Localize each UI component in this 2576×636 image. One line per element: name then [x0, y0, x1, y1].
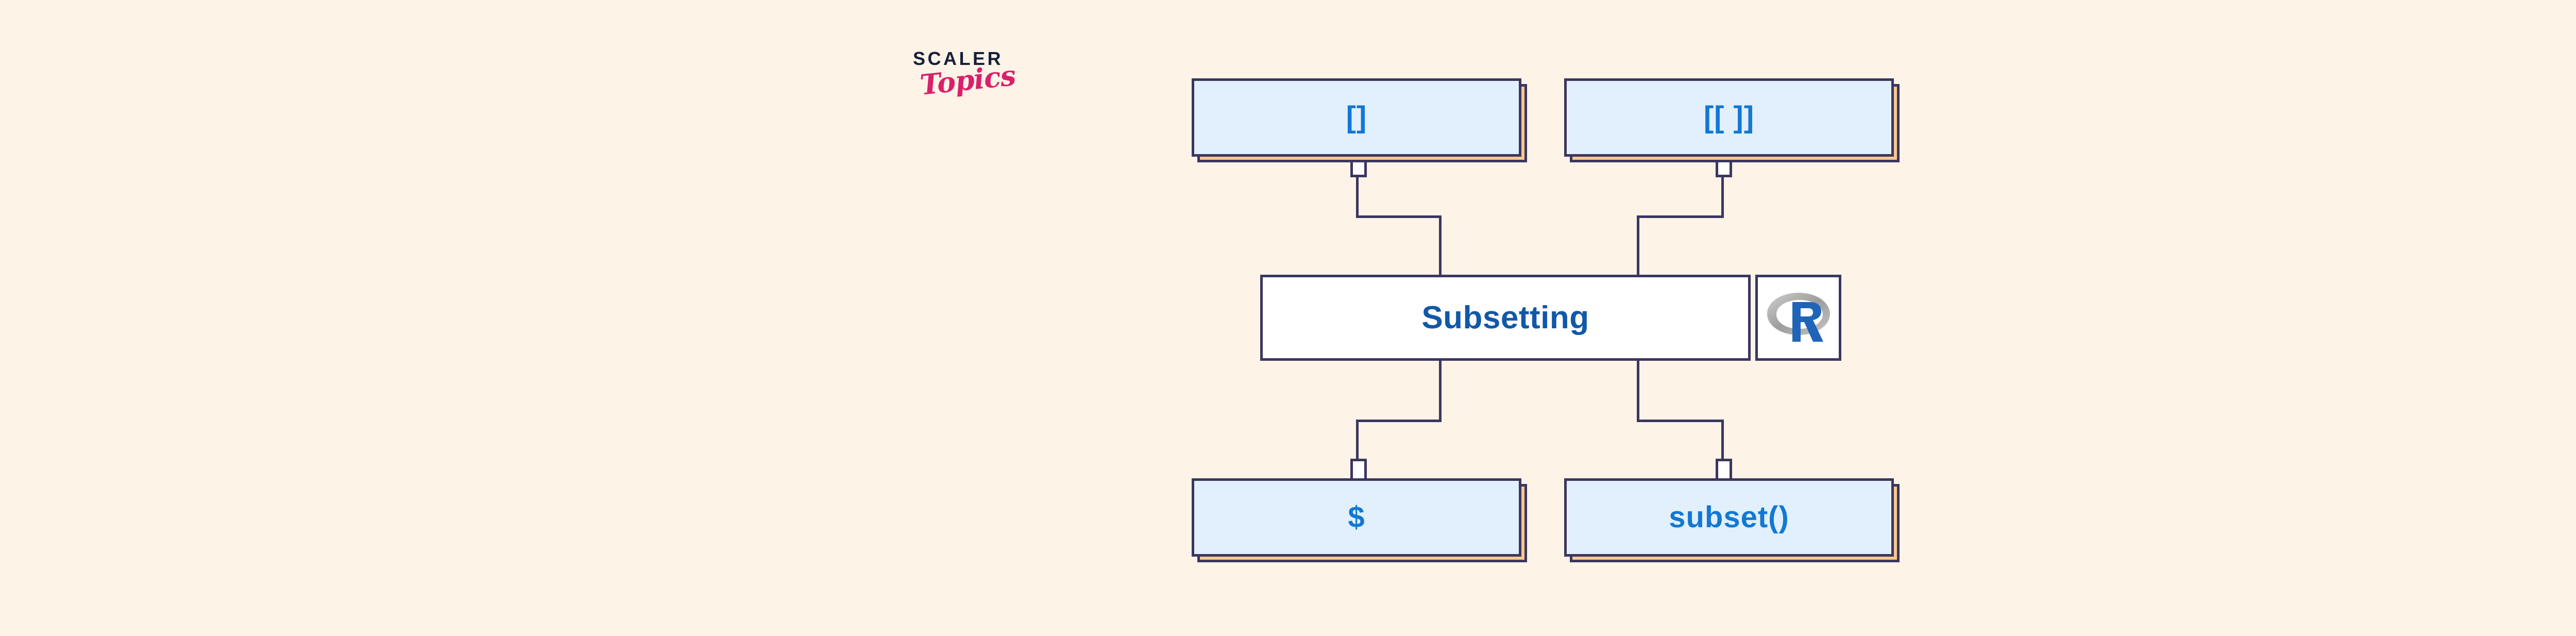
connector-stub-subset-fn	[1716, 459, 1732, 481]
node-label-bracket-double: [[ ]]	[1703, 101, 1755, 134]
scaler-topics-logo: SCALER Topics	[913, 49, 1037, 116]
node-subset-function[interactable]: subset()	[1564, 478, 1900, 562]
connector-drop-dollar	[1439, 361, 1442, 422]
node-label-subset-fn: subset()	[1669, 500, 1789, 534]
connector-horizontal-bracket-single	[1356, 215, 1442, 218]
node-face: []	[1192, 78, 1521, 157]
connector-vertical-subset-fn	[1721, 420, 1724, 461]
node-label-bracket-single: []	[1346, 101, 1367, 134]
node-center-subsetting[interactable]: Subsetting	[1260, 275, 1751, 361]
connector-drop-subset-fn	[1637, 361, 1639, 422]
node-dollar[interactable]: $	[1192, 478, 1527, 562]
connector-vertical-bracket-single	[1356, 176, 1359, 216]
node-label-subsetting: Subsetting	[1421, 299, 1589, 336]
connector-vertical-dollar	[1356, 420, 1359, 461]
node-label-dollar: $	[1348, 500, 1365, 534]
node-bracket-single[interactable]: []	[1192, 78, 1527, 162]
node-bracket-double[interactable]: [[ ]]	[1564, 78, 1900, 162]
connector-drop-bracket-double	[1637, 215, 1639, 277]
node-face: $	[1192, 478, 1521, 557]
connector-horizontal-subset-fn	[1637, 420, 1724, 422]
node-face: [[ ]]	[1564, 78, 1894, 157]
node-face: subset()	[1564, 478, 1894, 557]
connector-horizontal-bracket-double	[1637, 215, 1724, 218]
brand-wordmark: SCALER	[913, 48, 1004, 69]
r-language-logo-icon	[1755, 275, 1841, 361]
connector-horizontal-dollar	[1356, 420, 1442, 422]
connector-vertical-bracket-double	[1721, 176, 1724, 216]
node-face: Subsetting	[1260, 275, 1751, 361]
connector-drop-bracket-single	[1439, 215, 1442, 277]
